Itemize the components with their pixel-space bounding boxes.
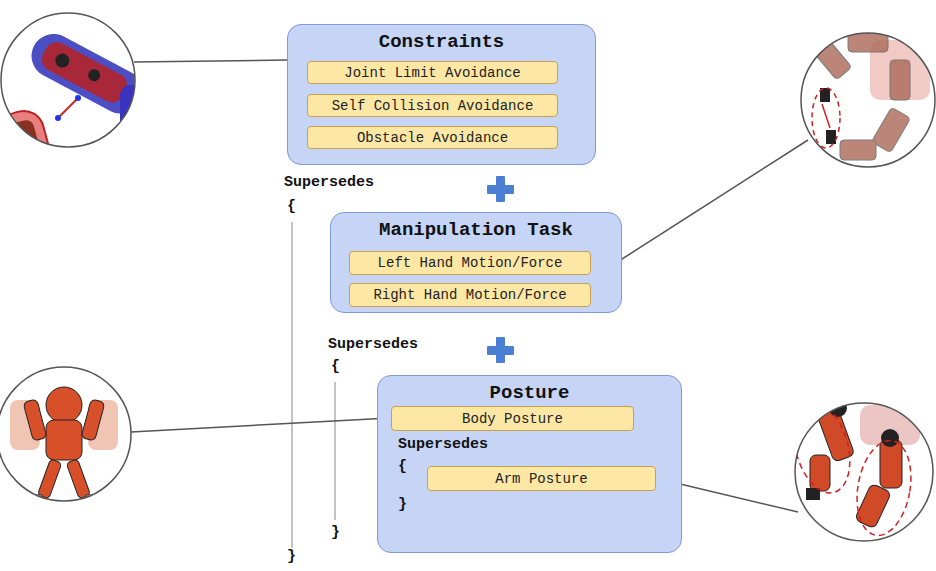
bracket-line (335, 382, 336, 520)
task-box: Self Collision Avoidance (307, 94, 558, 117)
group-box: Manipulation TaskLeft Hand Motion/ForceR… (330, 212, 622, 313)
brace: } (398, 496, 407, 513)
task-label: Obstacle Avoidance (357, 130, 508, 146)
task-box: Right Hand Motion/Force (349, 283, 591, 307)
supersedes-label: Supersedes (398, 436, 488, 453)
group-heading: Manipulation Task (331, 219, 621, 241)
arm-posture-figure (785, 397, 933, 541)
brace: { (287, 198, 296, 215)
plus-sign (487, 176, 514, 202)
task-label: Joint Limit Avoidance (344, 65, 520, 81)
collision-figure (0, 13, 160, 176)
task-box: Left Hand Motion/Force (349, 251, 591, 275)
task-box: Joint Limit Avoidance (307, 61, 558, 84)
group-heading: Constraints (288, 31, 595, 53)
group-box: PostureSupersedes Body PostureArm Posture (377, 375, 682, 553)
bracket-line (292, 222, 293, 548)
brace: } (287, 548, 296, 565)
leader-line (131, 60, 808, 512)
manipulation-figure (801, 32, 935, 167)
group-heading: Posture (378, 382, 681, 404)
brace: { (398, 458, 407, 475)
supersedes-label: Supersedes (328, 336, 418, 353)
task-label: Left Hand Motion/Force (378, 255, 563, 271)
plus-sign (487, 337, 514, 363)
group-box: ConstraintsJoint Limit AvoidanceSelf Col… (287, 24, 596, 165)
task-label: Arm Posture (495, 471, 587, 487)
task-label: Self Collision Avoidance (332, 98, 534, 114)
task-box: Obstacle Avoidance (307, 126, 558, 149)
task-label: Right Hand Motion/Force (373, 287, 566, 303)
task-box: Body Posture (391, 406, 634, 431)
brace: } (331, 524, 340, 541)
brace: { (331, 358, 340, 375)
task-label: Body Posture (462, 411, 563, 427)
task-box: Arm Posture (427, 466, 656, 491)
body-posture-figure (0, 367, 131, 505)
supersedes-label: Supersedes (284, 174, 374, 191)
